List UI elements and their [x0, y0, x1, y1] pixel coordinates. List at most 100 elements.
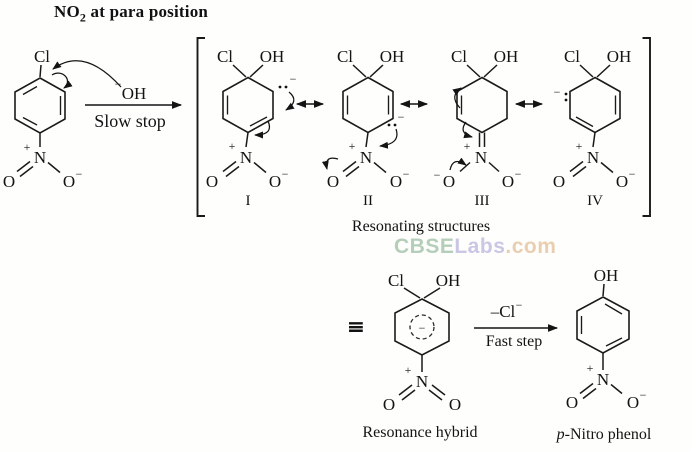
bond [352, 64, 367, 78]
double-bond [605, 337, 623, 347]
chlorine-label: Cl [564, 47, 580, 66]
bond [459, 161, 471, 173]
bond [488, 161, 500, 173]
cyclohexadiene-ring [569, 76, 621, 134]
benzene-ring [576, 296, 630, 354]
equivalence-symbol: ≡ [347, 314, 365, 340]
watermark: CBSELabs.com [394, 235, 556, 259]
minus-charge: − [290, 72, 297, 86]
watermark-part1: CBSE [394, 235, 455, 258]
minus-charge: − [282, 167, 289, 181]
plus-charge: + [24, 140, 31, 154]
watermark-part3: .com [505, 235, 557, 258]
hydroxide-charge: − [115, 77, 122, 91]
bond [365, 132, 369, 148]
cyclohexadiene-ring [342, 76, 394, 134]
double-bond [22, 85, 38, 96]
minus-charge: − [76, 167, 83, 181]
bond [428, 389, 443, 401]
bond [232, 64, 247, 78]
bond [572, 165, 587, 178]
nitrogen-label: N [34, 148, 46, 167]
title-formula-subscript: 2 [79, 10, 87, 25]
curved-electron-arrow [379, 128, 398, 149]
step2-condition: Fast step [486, 333, 542, 350]
bond [403, 287, 421, 299]
chlorine-label: Cl [388, 271, 404, 290]
bond [610, 383, 623, 395]
hydroxyl-label: OH [607, 47, 632, 66]
bond [345, 165, 360, 178]
plus-charge: + [349, 139, 356, 153]
oxygen-label: O [449, 395, 461, 414]
page-title: NO2 at para position [54, 2, 208, 25]
chlorine-label: Cl [337, 47, 353, 66]
plus-charge: + [576, 139, 583, 153]
minus-charge: − [515, 167, 522, 181]
bond [222, 160, 237, 173]
bond [245, 132, 249, 148]
structure-label-ii: II [363, 193, 373, 209]
oxygen-label: O [443, 172, 455, 191]
bond [592, 132, 596, 148]
hydroxyl-label: OH [594, 266, 619, 285]
step2-arrow: –Cl − Fast step [474, 298, 559, 350]
leaving-group-charge: − [516, 298, 523, 312]
bond [16, 160, 31, 173]
curved-electron-arrow [462, 121, 473, 139]
double-bond [575, 116, 594, 128]
oxygen-label: O [616, 172, 628, 191]
oxygen-label: O [627, 393, 639, 412]
bond [569, 160, 584, 173]
oxygen-label: O [269, 172, 281, 191]
bond [47, 161, 61, 174]
reactant-structure: Cl + N O O − [3, 47, 122, 191]
oxygen-label: O [383, 395, 395, 414]
leaving-group-label: –Cl [490, 302, 516, 321]
caption-product-name: p-Nitro phenol [556, 426, 652, 443]
bond [373, 161, 387, 174]
curved-electron-arrow [452, 87, 462, 109]
bond [431, 384, 446, 396]
hydroxyl-label: OH [260, 47, 285, 66]
oxygen-label: O [3, 172, 15, 191]
hydroxyl-label: OH [494, 47, 519, 66]
structure-label-iv: IV [587, 193, 603, 209]
chlorine-label: Cl [217, 47, 233, 66]
curved-electron-arrow [321, 157, 339, 170]
hydroxide-label: OH [122, 84, 147, 103]
bond [401, 389, 416, 401]
curved-electron-arrow [285, 91, 295, 111]
minus-charge: − [419, 321, 426, 335]
product-name-italic: p [556, 426, 565, 443]
bond [249, 64, 264, 78]
bond [483, 64, 498, 78]
minus-charge: − [403, 167, 410, 181]
nitrogen-label: N [587, 148, 599, 167]
product-name-rest: -Nitro phenol [565, 426, 652, 443]
curved-loop-arrow [51, 72, 73, 89]
minus-charge: − [640, 388, 647, 402]
structure-label-i: I [246, 193, 251, 209]
oxygen-label: O [206, 172, 218, 191]
lone-pair-icon [278, 85, 288, 89]
bond [466, 64, 481, 78]
step1-arrow: − OH Slow stop [85, 77, 183, 131]
minus-charge: − [629, 167, 636, 181]
structure-label-iii: III [475, 193, 490, 209]
double-bond [22, 116, 38, 126]
bond [342, 160, 357, 173]
minus-charge: − [398, 110, 405, 124]
curved-electron-arrow [254, 120, 271, 139]
bond [600, 161, 614, 174]
plus-charge: + [587, 361, 594, 375]
resonance-structure-i: Cl OH − + N O O − I [206, 47, 297, 209]
bond [369, 64, 384, 78]
nitrogen-label: N [360, 148, 372, 167]
cyclohexadiene-ring [222, 76, 274, 134]
bond [423, 287, 441, 299]
bracket-right [642, 37, 651, 217]
bond [398, 384, 413, 396]
